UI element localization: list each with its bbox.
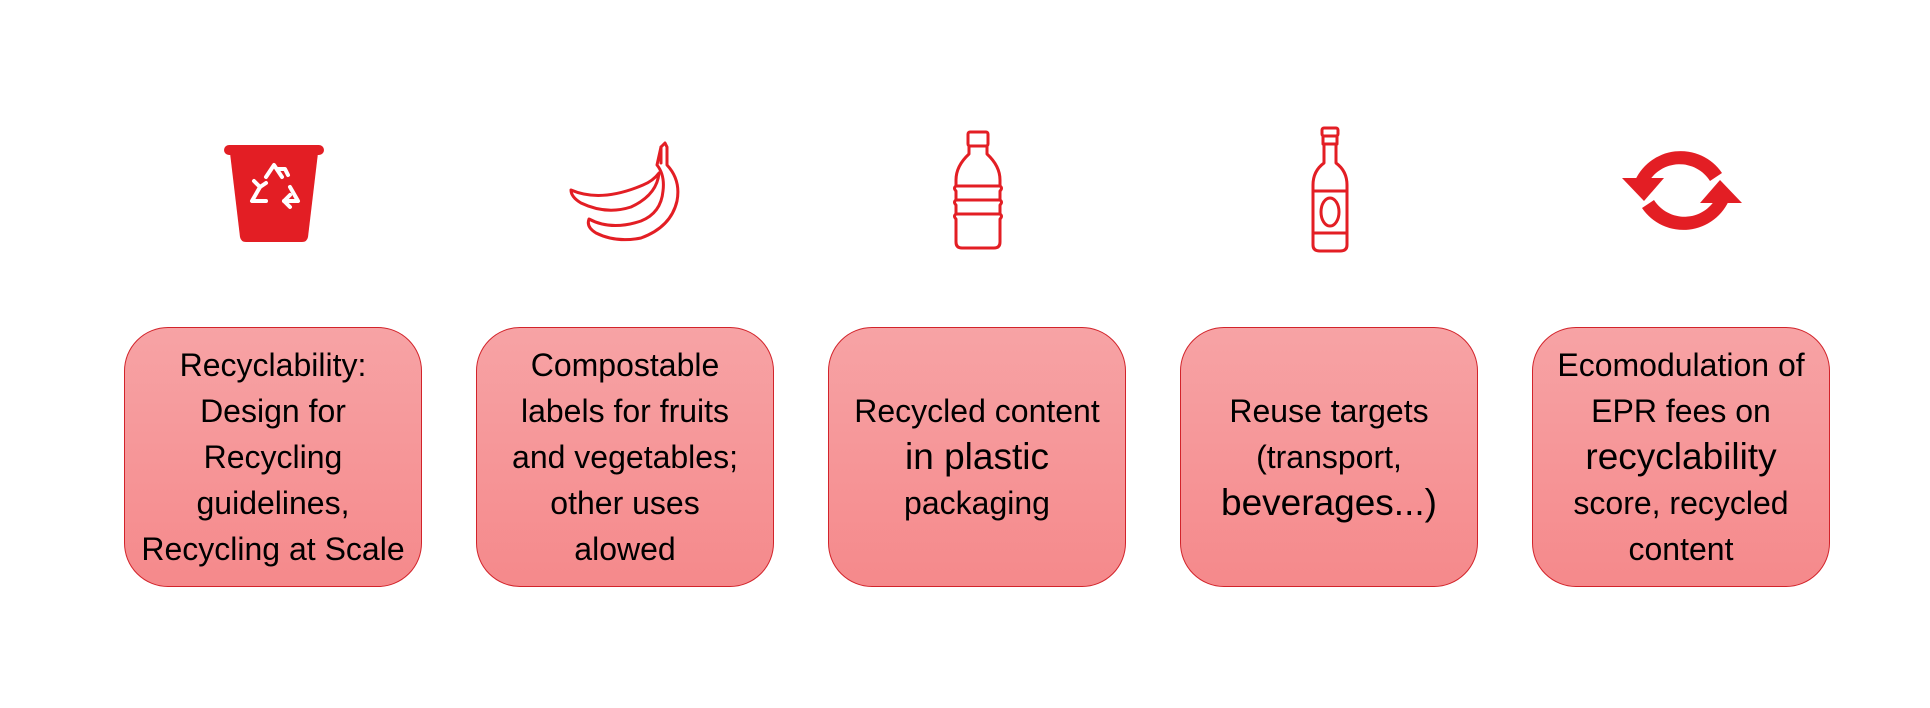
card-line: Reuse targets [1229, 393, 1429, 429]
item-reuse-targets: Reuse targets (transport, beverages...) [1180, 0, 1480, 708]
card-line: Ecomodulation of [1557, 347, 1805, 383]
card-line: other uses [550, 485, 700, 521]
card-text: Recyclability: Design for Recycling guid… [141, 342, 404, 572]
card-ecomodulation: Ecomodulation of EPR fees on recyclabili… [1532, 327, 1830, 587]
card-line: beverages...) [1221, 482, 1437, 523]
item-recyclability: Recyclability: Design for Recycling guid… [124, 0, 424, 708]
glass-bottle-icon [1180, 120, 1480, 260]
card-text: Ecomodulation of EPR fees on recyclabili… [1557, 342, 1804, 572]
card-line: guidelines, [196, 485, 350, 521]
card-line: recyclability [1585, 436, 1777, 477]
item-recycled-content: Recycled content in plastic packaging [828, 0, 1128, 708]
card-line: Compostable [530, 347, 720, 383]
card-line: content [1628, 531, 1734, 567]
card-line: Recycled content [854, 393, 1100, 429]
card-compostable-labels: Compostable labels for fruits and vegeta… [476, 327, 774, 587]
card-line: (transport, [1256, 439, 1402, 475]
item-compostable-labels: Compostable labels for fruits and vegeta… [476, 0, 776, 708]
card-line: packaging [904, 485, 1050, 521]
circular-arrows-icon [1532, 120, 1832, 260]
card-line: alowed [574, 531, 676, 567]
card-line: and vegetables; [512, 439, 738, 475]
card-line: Recycling [203, 439, 343, 475]
banana-icon [476, 120, 776, 260]
recycling-bin-icon [124, 120, 424, 260]
card-line: EPR fees on [1591, 393, 1771, 429]
card-line: Design for [200, 393, 346, 429]
card-text: Compostable labels for fruits and vegeta… [512, 342, 738, 572]
plastic-bottle-icon [828, 120, 1128, 260]
card-line: in plastic [905, 436, 1049, 477]
card-text: Recycled content in plastic packaging [854, 388, 1099, 526]
card-line: Recycling at Scale [141, 531, 405, 567]
card-recycled-content: Recycled content in plastic packaging [828, 327, 1126, 587]
card-line: Recyclability: [179, 347, 367, 383]
card-reuse-targets: Reuse targets (transport, beverages...) [1180, 327, 1478, 587]
card-line: labels for fruits [520, 393, 730, 429]
item-ecomodulation: Ecomodulation of EPR fees on recyclabili… [1532, 0, 1832, 708]
card-recyclability: Recyclability: Design for Recycling guid… [124, 327, 422, 587]
card-line: score, recycled [1573, 485, 1789, 521]
card-text: Reuse targets (transport, beverages...) [1221, 388, 1437, 526]
